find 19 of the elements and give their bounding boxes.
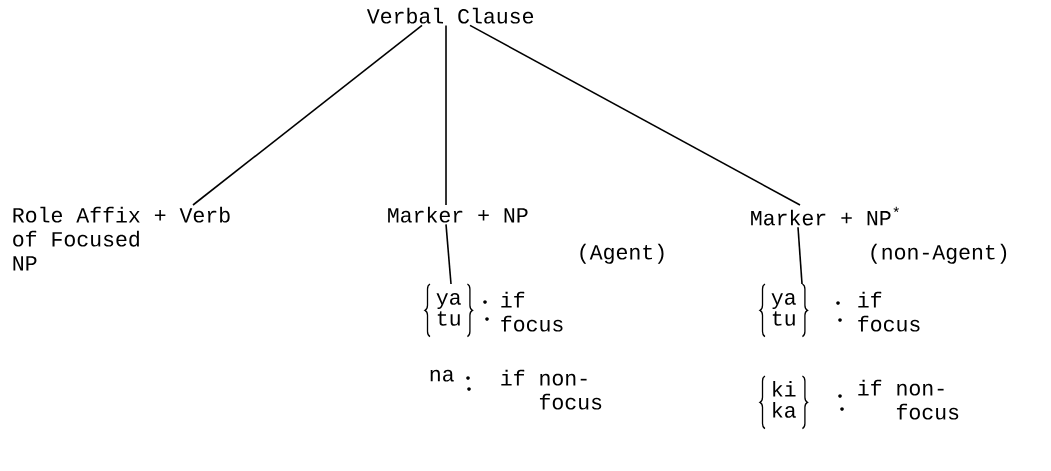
tree-branch	[445, 223, 452, 285]
brace-group: ya tu	[436, 293, 461, 326]
phrase-label: Marker + NP	[388, 206, 528, 223]
phrase-label: Role Affix + Verb of Focused NP	[13, 206, 230, 271]
brace-group: ya tu	[771, 293, 796, 326]
annotation-text: if focus	[858, 291, 920, 332]
tree-branch	[469, 24, 801, 206]
brace-group: ki ka	[773, 381, 796, 418]
tree-branch	[192, 24, 423, 206]
tree-branch	[797, 226, 803, 285]
tree-branch	[445, 24, 447, 206]
phrase-label: Verbal Clause	[366, 7, 534, 24]
annotation-text: if focus	[501, 291, 563, 332]
phrase-label: na	[430, 369, 454, 382]
annotation-text: if non-focus	[858, 379, 959, 420]
annotation-text: (non-Agent)	[871, 243, 1007, 264]
annotation-text: (Agent)	[580, 243, 664, 264]
phrase-label: Marker + NP$^{*}$	[751, 206, 899, 226]
annotation-text: if non-focus	[501, 369, 602, 410]
